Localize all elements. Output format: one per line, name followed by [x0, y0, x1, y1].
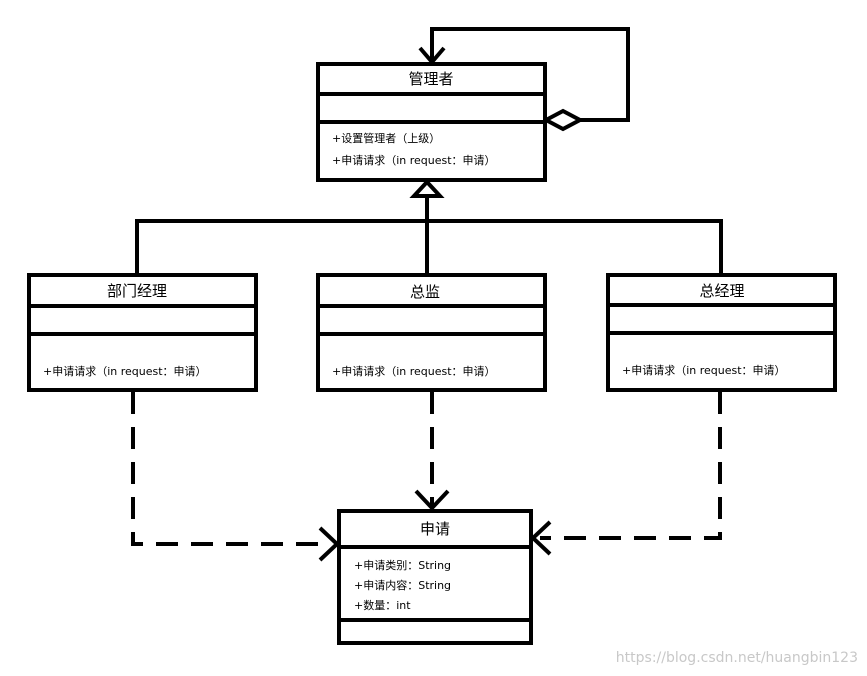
aggregation-diamond	[541, 108, 585, 132]
operation-set-manager: +设置管理者（上级）	[332, 131, 440, 145]
class-request[interactable]: 申请 +申请类别：String +申请内容：String +数量：int	[337, 509, 533, 645]
class-director[interactable]: 总监 +申请请求（in request：申请）	[316, 273, 547, 392]
self-aggregation-line	[430, 27, 630, 122]
class-name: 总经理	[699, 282, 744, 300]
dependency-arrowhead-bottom	[414, 489, 450, 511]
dependency-line-general-manager	[540, 392, 722, 540]
class-manager[interactable]: 管理者 +设置管理者（上级） +申请请求（in request：申请）	[316, 62, 547, 182]
class-name: 申请	[420, 520, 450, 538]
dependency-arrowhead-left	[318, 526, 340, 562]
attribute-quantity: +数量：int	[354, 599, 411, 612]
dependency-line-department-manager	[131, 392, 330, 546]
operation-request: +申请请求（in request：申请）	[43, 365, 207, 378]
operation-request: +申请请求（in request：申请）	[332, 154, 496, 167]
attribute-category: +申请类别：String	[354, 558, 451, 572]
class-name: 总监	[410, 283, 440, 301]
class-general-manager[interactable]: 总经理 +申请请求（in request：申请）	[606, 273, 837, 392]
operation-request: +申请请求（in request：申请）	[332, 365, 496, 378]
watermark-text: https://blog.csdn.net/huangbin123	[616, 650, 858, 666]
class-name: 部门经理	[107, 282, 167, 300]
inheritance-triangle	[409, 179, 445, 198]
operation-request: +申请请求（in request：申请）	[622, 364, 786, 377]
attribute-content: +申请内容：String	[354, 578, 451, 592]
class-name: 管理者	[408, 70, 453, 88]
class-department-manager[interactable]: 部门经理 +申请请求（in request：申请）	[27, 273, 258, 392]
